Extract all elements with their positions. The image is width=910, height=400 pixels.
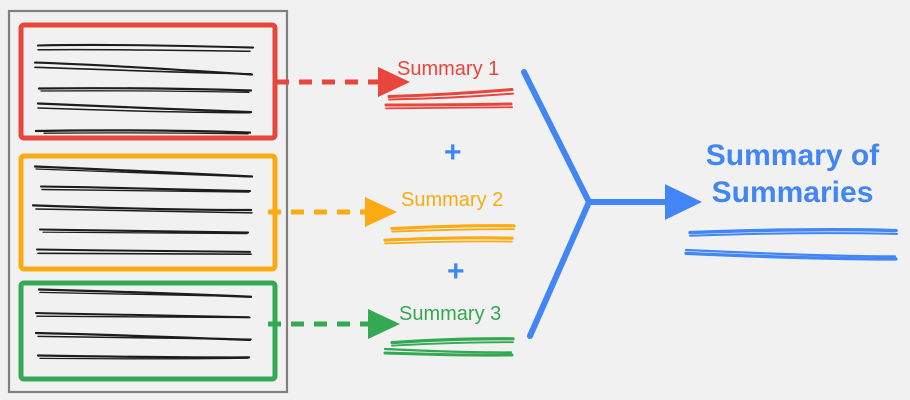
chunk-2-text-lines — [31, 165, 254, 256]
chunk-3-text-lines — [34, 288, 253, 360]
final-summary-title: Summary of Summaries — [690, 138, 895, 212]
chunk-box-3[interactable] — [18, 280, 278, 382]
summary-1-label: Summary 1 — [397, 58, 500, 80]
chunk-1-text-lines — [33, 43, 255, 135]
summary-3-lines — [383, 337, 515, 357]
plus-operator-1: + — [444, 136, 462, 169]
summary-2-label: Summary 2 — [401, 189, 504, 211]
summary-1-lines — [384, 88, 514, 110]
chunk-box-1[interactable] — [18, 22, 278, 141]
final-summary-lines — [684, 228, 898, 261]
final-summary-title-line-2: Summaries — [711, 175, 874, 209]
source-document-container — [7, 9, 289, 394]
summary-3-label: Summary 3 — [399, 303, 502, 325]
summary-2-lines — [383, 224, 516, 245]
plus-operator-2: + — [447, 255, 465, 288]
final-summary-title-line-1: Summary of — [705, 139, 880, 172]
merge-arrow — [521, 69, 592, 339]
